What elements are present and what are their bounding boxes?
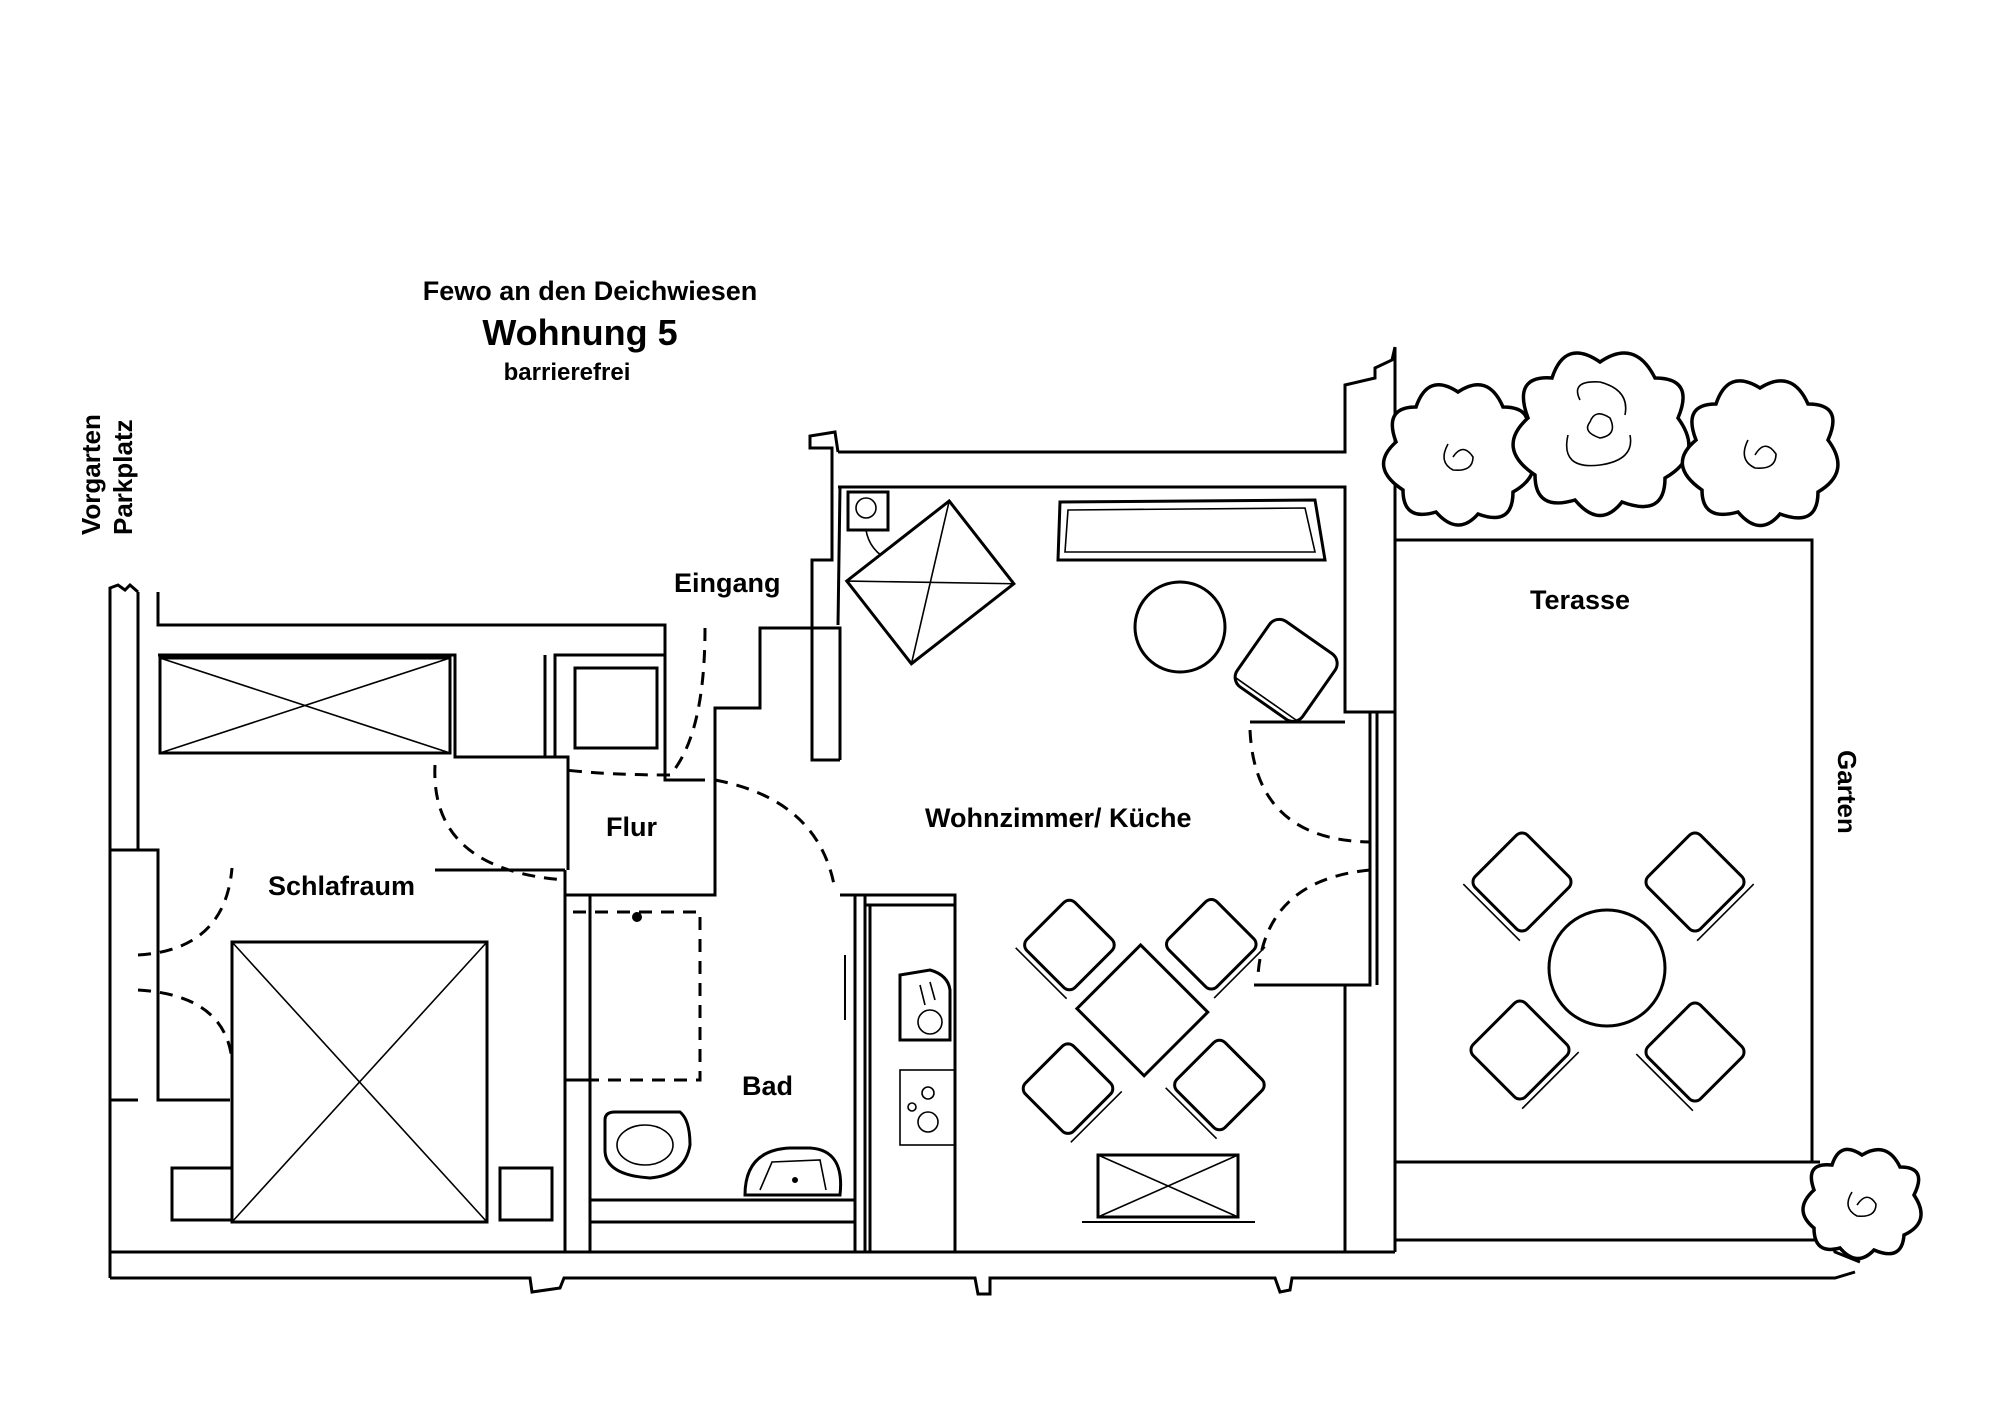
room-label-flur: Flur (606, 812, 657, 842)
plan-subtitle: Fewo an den Deichwiesen (423, 276, 758, 306)
room-label-eingang: Eingang (674, 568, 781, 598)
sofa (1056, 498, 1327, 562)
nightstand-left (170, 1166, 234, 1222)
side-table (1133, 580, 1227, 674)
doors (137, 627, 1371, 1082)
bathroom-fixtures (603, 912, 846, 1197)
kitchen-counter (868, 903, 957, 1254)
room-label-schlafraum: Schlafraum (268, 871, 415, 901)
room-label-terasse: Terasse (1530, 585, 1630, 615)
terrace-furniture (1462, 831, 1755, 1112)
living-room-furniture (844, 490, 1339, 1223)
room-label-bad: Bad (742, 1071, 793, 1101)
plan-title: Wohnung 5 (482, 312, 677, 353)
room-label-wohnzimmer: Wohnzimmer/ Küche (925, 803, 1192, 833)
flower-decoration (1381, 351, 1923, 1261)
label-vorgarten: Vorgarten (76, 414, 106, 535)
toilet (603, 1110, 692, 1180)
plan-note: barrierefrei (504, 359, 631, 386)
label-garten: Garten (1832, 750, 1862, 834)
dining-table (1074, 942, 1210, 1078)
nightstand-right (498, 1166, 554, 1222)
label-parkplatz: Parkplatz (108, 419, 138, 535)
bedside-cabinet (573, 666, 659, 750)
terrace-table (1547, 908, 1667, 1028)
bedroom-furniture (158, 656, 659, 1224)
